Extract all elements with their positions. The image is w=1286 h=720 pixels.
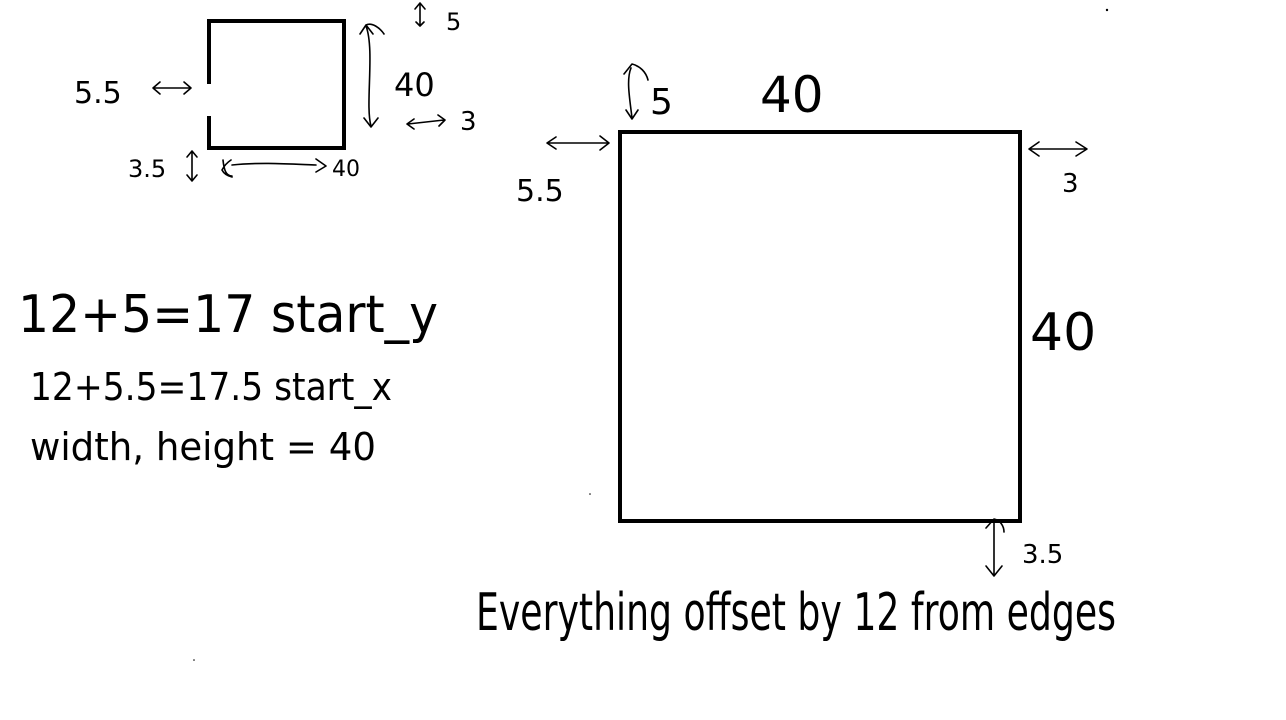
caption: Everything offset by 12 from edges bbox=[476, 583, 1116, 643]
small-right-size-label: 40 bbox=[394, 66, 435, 104]
note-line-3: width, height = 40 bbox=[30, 425, 376, 469]
small-bottom-size-arrow bbox=[221, 158, 327, 178]
large-top-gap-arrow bbox=[623, 63, 649, 120]
small-square-group: 5 5.5 40 3 3.5 40 bbox=[74, 2, 477, 183]
large-bottom-gap-arrow bbox=[985, 518, 1005, 577]
small-right-size-arrow bbox=[359, 23, 385, 128]
stray-dot-bottom bbox=[193, 659, 195, 661]
large-square bbox=[618, 130, 1022, 523]
stray-dot-middle bbox=[589, 493, 591, 495]
large-bottom-gap-label: 3.5 bbox=[1022, 540, 1063, 570]
note-line-2: 12+5.5=17.5 start_x bbox=[30, 365, 392, 409]
large-right-size-label: 40 bbox=[1030, 303, 1096, 363]
small-square bbox=[207, 19, 346, 150]
large-top-gap-label: 5 bbox=[650, 82, 673, 123]
note-line-1: 12+5=17 start_y bbox=[18, 285, 438, 345]
small-bottom-size-label: 40 bbox=[332, 157, 360, 182]
small-top-gap-label: 5 bbox=[446, 8, 461, 36]
stray-dot-top-right bbox=[1105, 8, 1109, 12]
small-right-gap-label: 3 bbox=[460, 107, 477, 137]
large-left-gap-label: 5.5 bbox=[516, 174, 564, 209]
small-bottom-gap-label: 3.5 bbox=[128, 155, 166, 183]
large-left-gap-arrow bbox=[546, 135, 610, 151]
small-left-gap-label: 5.5 bbox=[74, 76, 122, 111]
notes-group: 12+5=17 start_y 12+5.5=17.5 start_x widt… bbox=[18, 285, 438, 469]
small-top-gap-arrow bbox=[414, 2, 426, 27]
small-left-gap-arrow bbox=[152, 81, 192, 95]
small-right-gap-arrow bbox=[406, 114, 446, 130]
large-right-gap-arrow bbox=[1028, 141, 1088, 157]
large-top-size-label: 40 bbox=[760, 66, 824, 124]
large-square-group: 5 40 5.5 3 40 3.5 bbox=[516, 63, 1096, 577]
large-right-gap-label: 3 bbox=[1062, 169, 1079, 199]
small-bottom-gap-arrow bbox=[186, 150, 198, 182]
